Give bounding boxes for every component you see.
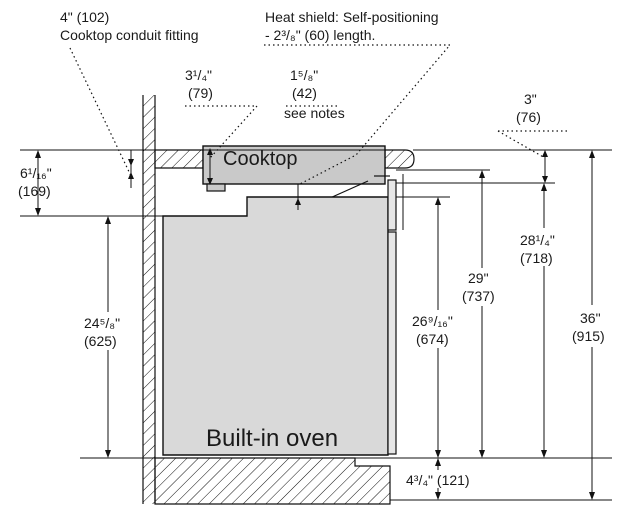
dim-26-9-16-mm: (674): [416, 331, 449, 347]
dim-6-1-16: 6¹/₁₆" (169): [18, 150, 52, 216]
countertop: [154, 149, 415, 169]
dim-6-1-16-mm: (169): [18, 183, 51, 199]
dim-36-mm: (915): [572, 328, 605, 344]
dim-36-inch: 36": [580, 310, 601, 326]
dim-24-5-8-inch: 24⁵/₈": [84, 315, 120, 331]
dim-28-1-4-mm: (718): [520, 250, 553, 266]
see-notes-label: see notes: [284, 105, 345, 121]
built-in-oven: Built-in oven: [162, 174, 404, 456]
cooktop: Cooktop: [202, 145, 386, 192]
dim-29-mm: (737): [462, 288, 495, 304]
dim-4-3-4-label: 4³/₄" (121): [406, 472, 470, 488]
back-wall: [142, 95, 156, 504]
dim-3-1-4-mm: (79): [188, 85, 213, 101]
dim-26-9-16: 26⁹/₁₆" (674): [411, 197, 467, 458]
dim-36: 36" (915): [570, 150, 620, 500]
base-cabinet: [154, 457, 391, 505]
dim-3: 3" (76): [516, 91, 548, 183]
dim-28-1-4-inch: 28¹/₄": [520, 232, 555, 248]
dim-4-3-4: 4³/₄" (121): [404, 458, 490, 500]
dim-29: 29" (737): [460, 170, 506, 458]
cooktop-label: Cooktop: [223, 148, 298, 170]
dim-conduit: [128, 150, 134, 188]
dim-3-1-4: 3¹/₄" (79): [185, 67, 213, 185]
reference-lines: [20, 149, 612, 501]
dim-6-1-16-inch: 6¹/₁₆": [20, 165, 52, 181]
dim-1-5-8-mm: (42): [292, 85, 317, 101]
dim-24-5-8-mm: (625): [84, 333, 117, 349]
dim-3-inch: 3": [524, 91, 537, 107]
dim-3-1-4-inch: 3¹/₄": [185, 67, 212, 83]
dim-1-5-8: 1⁵/₈" (42) see notes: [284, 67, 345, 210]
callouts: 4" (102) Cooktop conduit fitting Heat sh…: [60, 9, 439, 43]
dim-1-5-8-inch: 1⁵/₈": [290, 67, 318, 83]
heat-shield-label-line2: - 2³/₈" (60) length.: [265, 27, 375, 43]
heat-shield-label-line1: Heat shield: Self-positioning: [265, 9, 439, 25]
dim-26-9-16-inch: 26⁹/₁₆": [412, 313, 453, 329]
heat-shield: [329, 175, 390, 199]
leader-lines: [69, 44, 568, 186]
dim-28-1-4: 28¹/₄" (718): [518, 183, 570, 458]
dim-3-mm: (76): [516, 109, 541, 125]
dim-29-inch: 29": [468, 270, 489, 286]
conduit-size-label: 4" (102): [60, 9, 109, 25]
dim-24-5-8: 24⁵/₈" (625): [78, 216, 136, 458]
conduit-fitting-label: Cooktop conduit fitting: [60, 27, 199, 43]
oven-label: Built-in oven: [206, 425, 338, 452]
